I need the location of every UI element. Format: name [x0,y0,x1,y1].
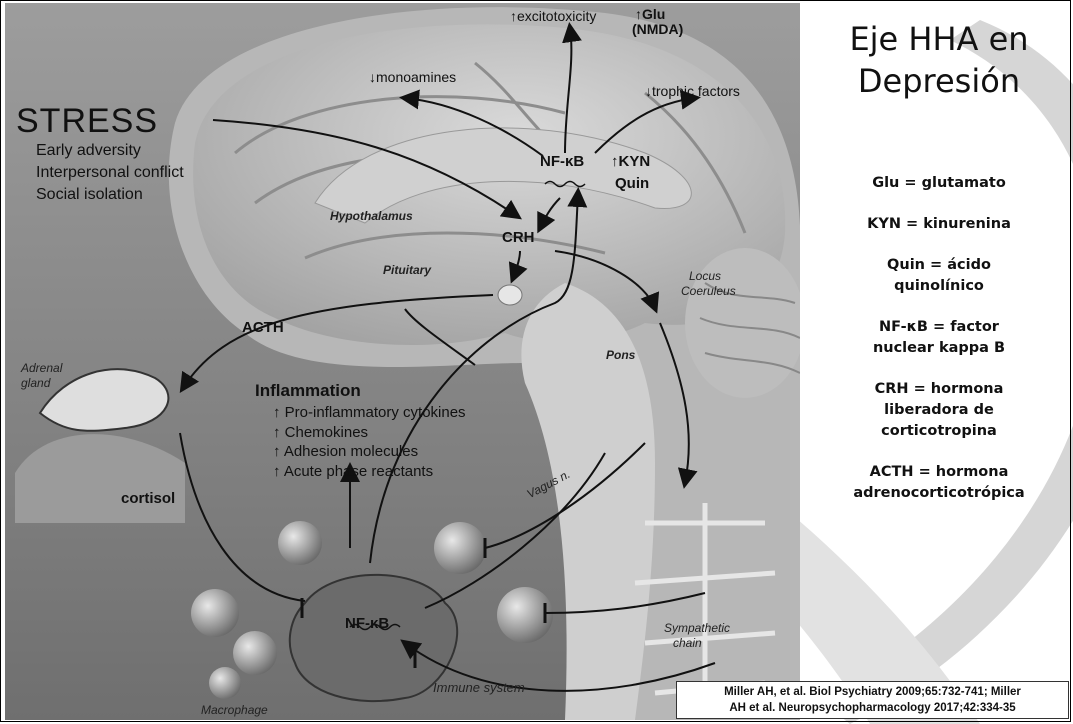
kyn-label: ↑KYN [611,153,650,170]
glossary-line: KYN = kinurenina [805,214,1073,235]
adrenal-label-1: Adrenal [21,361,62,375]
illustration-panel: STRESS Early adversity Interpersonal con… [5,3,800,720]
glossary-item-glu: Glu = glutamato [805,173,1073,194]
inflammation-title: Inflammation [255,381,361,401]
crh-label: CRH [502,229,535,246]
macrophage-label: Macrophage [201,703,268,717]
quin-label: Quin [615,175,649,192]
pituitary-label: Pituitary [383,263,431,277]
glossary-item-acth: ACTH = hormona adrenocorticotrópica [805,462,1073,504]
trophic-factors-label: ↓trophic factors [645,83,740,99]
stress-item-2: Interpersonal conflict [36,164,184,182]
glossary-item-kyn: KYN = kinurenina [805,214,1073,235]
glossary-line: adrenocorticotrópica [805,483,1073,504]
locus-label-1: Locus [689,269,721,283]
glossary-line: ACTH = hormona [805,462,1073,483]
glossary-line: liberadora de [805,400,1073,421]
glossary-line: nuclear kappa B [805,338,1073,359]
stress-item-1: Early adversity [36,142,141,160]
excitotoxicity-label: ↑excitotoxicity [510,8,596,24]
acth-label: ACTH [242,319,284,336]
sympathetic-label-2: chain [673,636,702,650]
nfkb-macrophage-label: NF-κB [345,615,389,632]
slide-title-line: Eje HHA en [805,18,1073,60]
inflammation-item: ↑ Pro-inflammatory cytokines [273,403,466,423]
cortisol-label: cortisol [121,490,175,507]
glossary-line: corticotropina [805,421,1073,442]
inflammation-item: ↑ Acute phase reactants [273,462,466,482]
stress-title: STRESS [16,102,158,141]
slide-title: Eje HHA en Depresión [805,18,1073,102]
citation-line: Miller AH, et al. Biol Psychiatry 2009;6… [677,684,1068,700]
glossary-line: NF-κB = factor [805,317,1073,338]
hypothalamus-label: Hypothalamus [330,209,413,223]
stress-item-3: Social isolation [36,186,143,204]
nfkb-brain-label: NF-κB [540,153,584,170]
glossary-line: Glu = glutamato [805,173,1073,194]
glossary-line: CRH = hormona [805,379,1073,400]
glossary-line: Quin = ácido [805,255,1073,276]
glossary-line: quinolínico [805,276,1073,297]
glossary: Glu = glutamato KYN = kinurenina Quin = … [805,173,1073,524]
glossary-item-crh: CRH = hormona liberadora de corticotropi… [805,379,1073,442]
pons-label: Pons [606,348,635,362]
inflammation-item: ↑ Adhesion molecules [273,442,466,462]
glossary-item-nfkb: NF-κB = factor nuclear kappa B [805,317,1073,359]
inflammation-item: ↑ Chemokines [273,423,466,443]
side-panel: Eje HHA en Depresión Glu = glutamato KYN… [805,0,1073,724]
glu-label: ↑Glu [635,6,665,22]
sympathetic-label-1: Sympathetic [664,621,730,635]
slide-title-line: Depresión [805,60,1073,102]
citation-box: Miller AH, et al. Biol Psychiatry 2009;6… [676,681,1069,719]
adrenal-label-2: gland [21,376,50,390]
nmda-label: (NMDA) [632,21,683,37]
citation-line: AH et al. Neuropsychopharmacology 2017;4… [677,700,1068,716]
locus-label-2: Coeruleus [681,284,736,298]
glossary-item-quin: Quin = ácido quinolínico [805,255,1073,297]
monoamines-label: ↓monoamines [369,69,456,85]
immune-system-label: Immune system [433,680,525,695]
inflammation-list: ↑ Pro-inflammatory cytokines ↑ Chemokine… [273,403,466,481]
